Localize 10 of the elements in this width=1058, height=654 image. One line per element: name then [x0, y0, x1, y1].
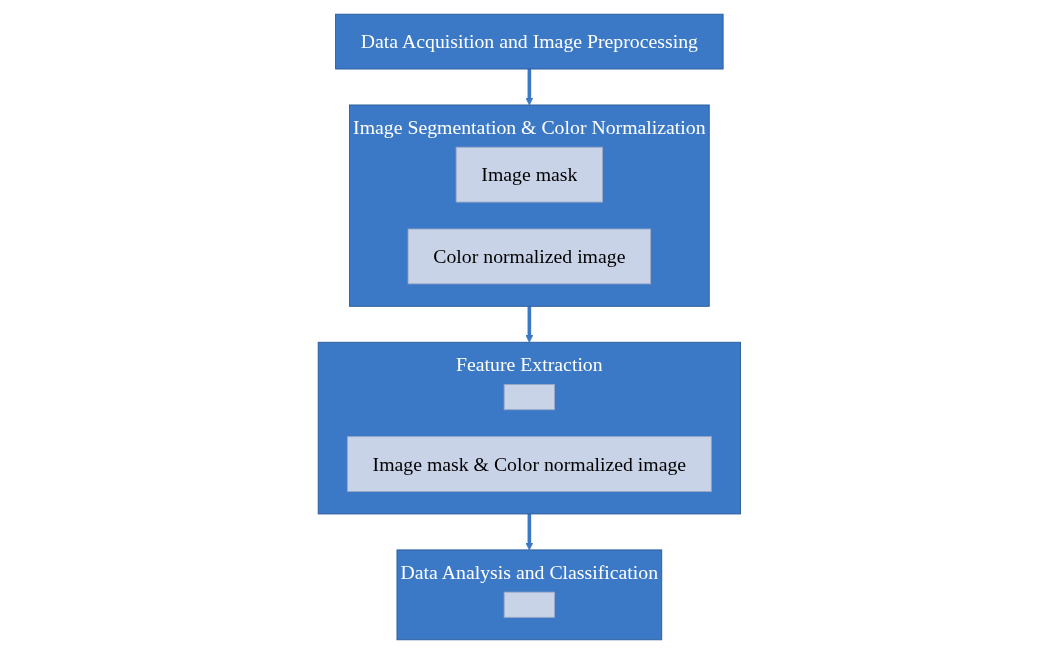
node-box: Data Acquisition and Image Preprocessing: [334, 13, 724, 70]
node-box: [503, 384, 555, 411]
node-box: [503, 591, 555, 618]
arrow: [525, 69, 533, 106]
arrow: [525, 513, 533, 551]
node-box: Color normalized image: [407, 228, 651, 285]
cluster: Data Analysis and Classification: [396, 549, 662, 641]
node-box: Image mask: [455, 146, 603, 203]
arrow: [525, 306, 533, 343]
node-box: Image mask & Color normalized image: [346, 436, 712, 492]
